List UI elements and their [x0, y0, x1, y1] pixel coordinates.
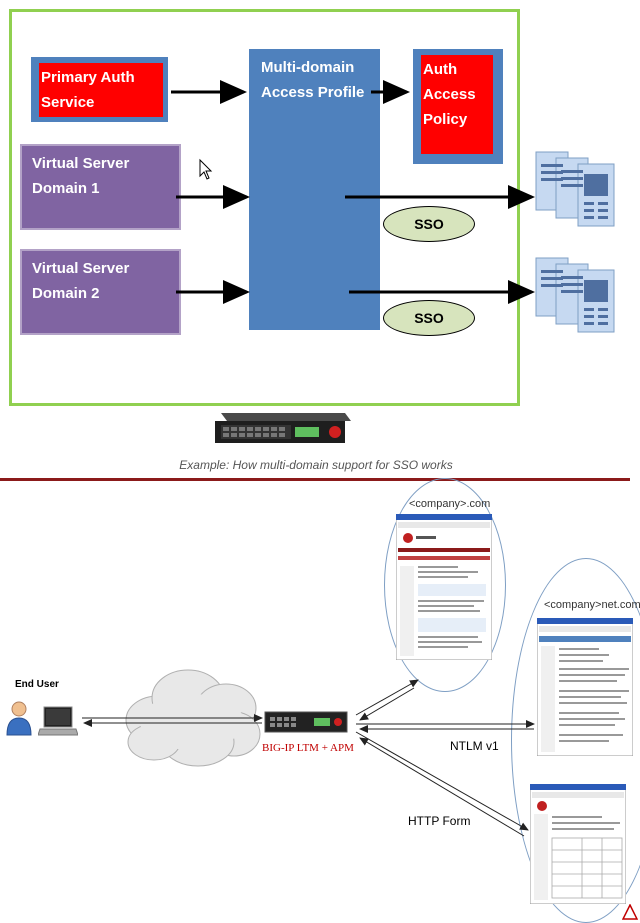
- sso-label-1: SSO: [414, 215, 444, 232]
- http-form-label: HTTP Form: [408, 814, 471, 828]
- company-net-screenshot-1: [537, 618, 633, 756]
- server-group-1-icon: [535, 151, 615, 227]
- vs-domain1-box: Virtual Server Domain 1: [20, 144, 181, 230]
- sso-label-2: SSO: [414, 309, 444, 326]
- company-com-label: <company>.com: [409, 498, 491, 510]
- bigip-ltm-device-icon: [264, 711, 348, 733]
- company-com-ellipse: [384, 478, 506, 692]
- vs-domain1-label: Virtual Server Domain 1: [32, 155, 130, 197]
- auth-policy-label: Auth Access Policy: [421, 55, 493, 154]
- mouse-cursor-icon: [199, 158, 213, 180]
- bottom-connectors: [82, 679, 535, 837]
- primary-auth-box: Primary Auth Service: [31, 57, 168, 122]
- top-arrows: [171, 80, 535, 304]
- bigip-appliance-icon: [215, 413, 351, 443]
- auth-policy-box: Auth Access Policy: [413, 49, 503, 164]
- diagram-caption: Example: How multi-domain support for SS…: [179, 458, 453, 472]
- user-person-icon: [6, 701, 32, 736]
- bigip-label: BIG-IP LTM + APM: [262, 742, 354, 754]
- sso-ellipse-1: SSO: [383, 206, 475, 242]
- server-group-2-icon: [535, 257, 615, 333]
- section-divider: [0, 478, 630, 481]
- vs-domain2-label: Virtual Server Domain 2: [32, 260, 130, 302]
- company-net-screenshot-2: [530, 784, 626, 904]
- warning-icon: [622, 904, 638, 920]
- multi-domain-box: Multi-domain Access Profile: [249, 49, 380, 330]
- cloud-icon: [125, 669, 261, 767]
- vs-domain2-box: Virtual Server Domain 2: [20, 249, 181, 335]
- sso-ellipse-2: SSO: [383, 300, 475, 336]
- ntlm-label: NTLM v1: [450, 739, 499, 753]
- company-net-label: <company>net.com: [544, 599, 640, 611]
- end-user-label: End User: [15, 679, 59, 690]
- multi-domain-label: Multi-domain Access Profile: [261, 59, 365, 101]
- laptop-icon: [38, 706, 78, 736]
- primary-auth-label: Primary Auth Service: [39, 63, 163, 117]
- company-com-screenshot: [396, 514, 492, 660]
